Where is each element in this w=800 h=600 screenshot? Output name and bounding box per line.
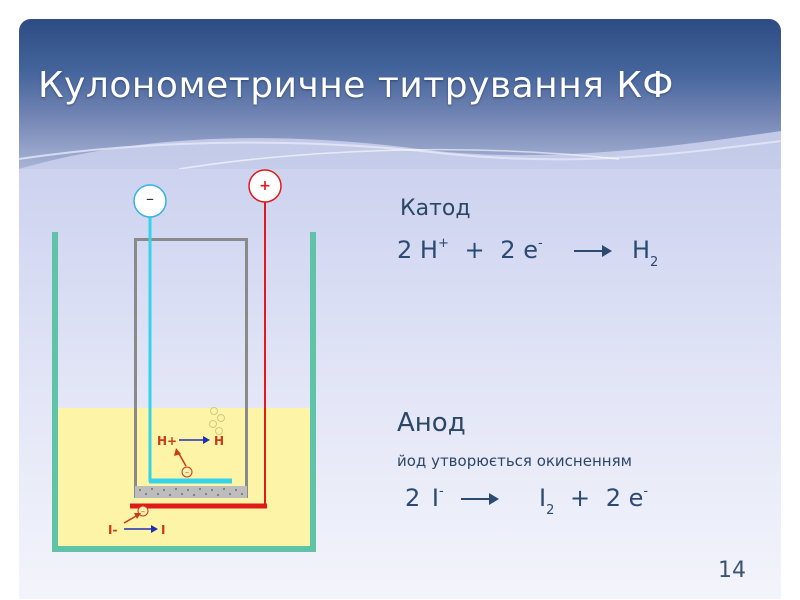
cathode-e-symbol: e (523, 236, 538, 264)
anode-product-symbol: I (538, 484, 547, 512)
cathode-product-subscript: 2 (649, 254, 659, 270)
diaphragm-texture (139, 488, 243, 496)
anode-electron-sign: – (141, 507, 145, 516)
solution (55, 408, 313, 548)
anode-e-symbol: e (628, 484, 644, 512)
anode-equation: 2 I- I2 + 2 e- (405, 484, 649, 518)
page-number: 14 (718, 558, 746, 583)
anode-plus: + (569, 484, 591, 512)
hydrogen-bubbles (209, 407, 225, 435)
negative-terminal (133, 184, 167, 218)
anode-e-coefficient: 2 (605, 484, 622, 512)
anode-label: Анод (397, 408, 466, 438)
anode-i-charge: - (439, 484, 444, 499)
anode-i-symbol: I (431, 484, 439, 512)
vessel-bottom (52, 546, 316, 552)
cathode-electron (181, 466, 193, 478)
anode-product-subscript: 2 (546, 502, 555, 518)
vessel-right-wall (310, 232, 316, 552)
cathode-e-coefficient: 2 (500, 236, 516, 264)
h-atom-label: H (214, 434, 224, 448)
negative-terminal-sign: – (146, 189, 154, 208)
anode-reaction-arrow (461, 492, 501, 506)
slide-title: Кулонометричне титрування КФ (38, 65, 674, 106)
cathode-equation: 2 H+ + 2 e- H2 (397, 236, 659, 270)
positive-terminal-sign: + (259, 178, 271, 194)
h-plus-ion-label: H+ (157, 434, 177, 448)
inner-cell-left-wall (134, 240, 137, 498)
positive-terminal (248, 169, 282, 203)
anode-note: йод утворюється окисненням (397, 452, 632, 470)
cathode-product-symbol: H (631, 236, 650, 264)
anode-i-coefficient: 2 (405, 484, 421, 512)
iodine-label: I (161, 523, 165, 537)
vessel-left-wall (52, 232, 58, 552)
cathode-plus: + (464, 236, 485, 264)
cathode-h-symbol: H (419, 236, 438, 264)
cathode-h-coefficient: 2 (397, 236, 413, 264)
title-band (19, 19, 781, 169)
h-reduction-arrowhead (203, 436, 210, 444)
cathode-label: Катод (400, 196, 471, 221)
inner-cell-right-wall (245, 240, 248, 498)
title-band-waves (19, 131, 781, 169)
cathode-e-charge: - (537, 236, 543, 251)
cathode-electron-sign: – (185, 468, 189, 477)
inner-cell-top (134, 238, 248, 241)
cathode-h-charge: + (437, 236, 449, 251)
iodide-ion-label: I- (108, 523, 117, 537)
porous-diaphragm (135, 486, 247, 498)
iodide-oxidation-arrowhead (151, 525, 158, 533)
cathode-reaction-arrow (574, 244, 614, 258)
anode-e-charge: - (643, 484, 649, 499)
